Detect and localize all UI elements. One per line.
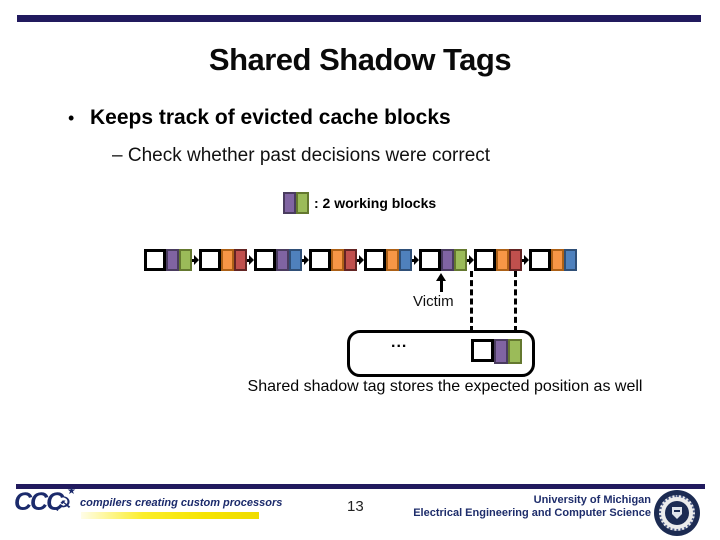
bullet-item: • Keeps track of evicted cache blocks bbox=[68, 106, 451, 130]
ccc-emblem-icon: ★ ☭ bbox=[54, 486, 82, 520]
projection-dash-left bbox=[470, 271, 473, 332]
cache-tag-box bbox=[199, 249, 221, 271]
legend-blocks bbox=[283, 192, 309, 214]
chain-group bbox=[199, 249, 247, 271]
seal-core bbox=[665, 501, 689, 525]
seal-ring bbox=[659, 495, 695, 531]
shadow-entry bbox=[471, 339, 522, 364]
umich-seal-logo bbox=[654, 490, 700, 536]
working-block-blue bbox=[399, 249, 412, 271]
cache-tag-box bbox=[309, 249, 331, 271]
seal-lamp-icon bbox=[674, 510, 680, 512]
working-block-green bbox=[179, 249, 192, 271]
victim-label: Victim bbox=[413, 293, 454, 310]
working-block-purple bbox=[166, 249, 179, 271]
top-rule-bar bbox=[17, 15, 701, 22]
working-block-red bbox=[344, 249, 357, 271]
bullet-dot-icon: • bbox=[68, 108, 75, 128]
page-title: Shared Shadow Tags bbox=[208, 42, 512, 77]
working-block-orange bbox=[496, 249, 509, 271]
page-number: 13 bbox=[347, 498, 364, 515]
chain-arrow-icon bbox=[467, 249, 474, 271]
working-block-green bbox=[296, 192, 309, 214]
chain-group bbox=[144, 249, 192, 271]
tagline-underline-bar bbox=[81, 512, 259, 519]
chain-group bbox=[529, 249, 577, 271]
legend-label: : 2 working blocks bbox=[314, 195, 437, 211]
chain-arrow-icon bbox=[357, 249, 364, 271]
working-block-blue bbox=[289, 249, 302, 271]
ccc-tagline: compilers creating custom processors bbox=[80, 497, 283, 509]
shadow-tag-ellipsis: ... bbox=[391, 334, 408, 351]
chain-group-shadow-target bbox=[474, 249, 522, 271]
working-block-orange bbox=[331, 249, 344, 271]
chain-group bbox=[309, 249, 357, 271]
projection-dash-right bbox=[514, 271, 517, 332]
cache-tag-box bbox=[144, 249, 166, 271]
chain-arrow-icon bbox=[247, 249, 254, 271]
working-block-orange bbox=[221, 249, 234, 271]
cache-tag-box bbox=[471, 339, 494, 362]
working-block-purple bbox=[283, 192, 296, 214]
chain-arrow-icon bbox=[302, 249, 309, 271]
working-block-purple bbox=[441, 249, 454, 271]
chain-group bbox=[364, 249, 412, 271]
seal-shield-icon bbox=[672, 507, 682, 519]
chain-arrow-icon bbox=[412, 249, 419, 271]
footer-rule-bar bbox=[16, 484, 705, 489]
working-block-orange bbox=[551, 249, 564, 271]
working-block-purple bbox=[494, 339, 508, 364]
bullet-text: Keeps track of evicted cache blocks bbox=[90, 106, 451, 129]
star-icon: ★ bbox=[67, 486, 76, 497]
chain-group bbox=[254, 249, 302, 271]
chain-arrow-icon bbox=[522, 249, 529, 271]
chain-arrow-icon bbox=[192, 249, 199, 271]
working-block-green bbox=[508, 339, 522, 364]
working-block-green bbox=[454, 249, 467, 271]
cache-tag-box bbox=[254, 249, 276, 271]
working-block-red bbox=[509, 249, 522, 271]
working-block-blue bbox=[564, 249, 577, 271]
ccc-logo-text: CCC bbox=[14, 488, 64, 516]
university-name: University of Michigan bbox=[533, 494, 651, 506]
chain-group-victim bbox=[419, 249, 467, 271]
legend: : 2 working blocks bbox=[283, 192, 436, 214]
block-chain bbox=[144, 249, 577, 271]
department-name: Electrical Engineering and Computer Scie… bbox=[413, 507, 651, 519]
working-block-purple bbox=[276, 249, 289, 271]
sub-bullet-text: – Check whether past decisions were corr… bbox=[112, 145, 491, 166]
cache-tag-box bbox=[529, 249, 551, 271]
cache-tag-box bbox=[364, 249, 386, 271]
cache-tag-box bbox=[419, 249, 441, 271]
university-footer: University of Michigan Electrical Engine… bbox=[413, 494, 651, 520]
working-block-orange bbox=[386, 249, 399, 271]
victim-arrow-icon bbox=[436, 273, 447, 292]
diagram-caption: Shared shadow tag stores the expected po… bbox=[247, 378, 643, 395]
working-block-red bbox=[234, 249, 247, 271]
hammer-sickle-icon: ☭ bbox=[54, 492, 72, 516]
cache-tag-box bbox=[474, 249, 496, 271]
